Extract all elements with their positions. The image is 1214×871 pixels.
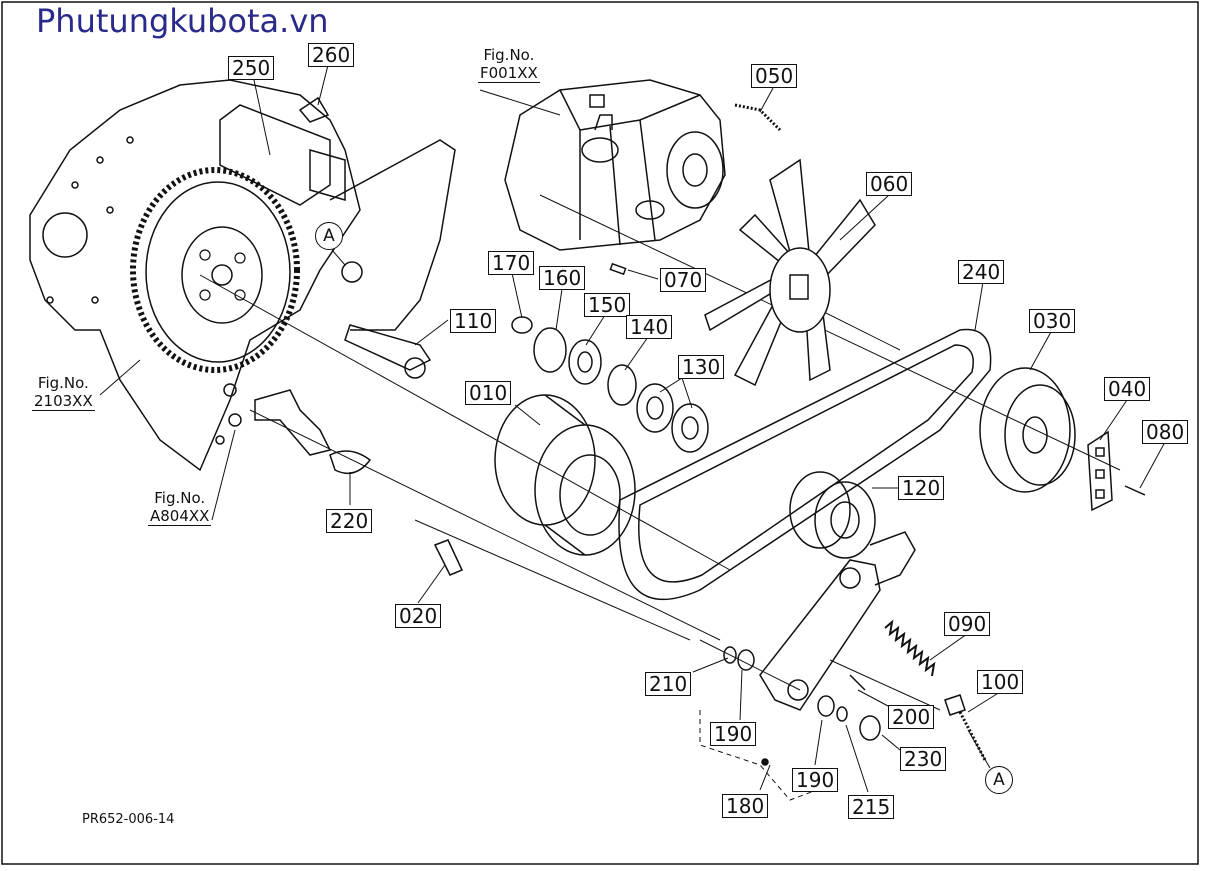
figure-ref-line1: Fig.No. <box>154 489 206 507</box>
part-label-090[interactable]: 090 <box>944 612 991 636</box>
part-label-120[interactable]: 120 <box>898 476 945 500</box>
part-label-220[interactable]: 220 <box>326 509 373 533</box>
callout-a-top: A <box>315 222 343 250</box>
part-label-010[interactable]: 010 <box>465 381 512 405</box>
part-label-215[interactable]: 215 <box>848 795 895 819</box>
figure-ref-line1: Fig.No. <box>37 374 89 392</box>
part-label-190-upper[interactable]: 190 <box>710 722 757 746</box>
figure-ref-line1: Fig.No. <box>483 46 535 64</box>
part-label-180[interactable]: 180 <box>722 794 769 818</box>
part-label-170[interactable]: 170 <box>488 251 535 275</box>
part-label-140[interactable]: 140 <box>626 315 673 339</box>
v-belt <box>619 330 991 600</box>
leader-lines <box>100 65 1165 792</box>
part-label-260[interactable]: 260 <box>308 43 355 67</box>
part-label-230[interactable]: 230 <box>900 747 947 771</box>
site-title: Phutungkubota.vn <box>36 2 329 40</box>
part-label-250[interactable]: 250 <box>228 56 275 80</box>
part-label-200[interactable]: 200 <box>888 705 935 729</box>
part-label-240[interactable]: 240 <box>958 260 1005 284</box>
drawing-border <box>2 2 1198 864</box>
small-hardware <box>255 98 1145 765</box>
engine-back-plate <box>30 80 360 470</box>
part-label-040[interactable]: 040 <box>1104 377 1151 401</box>
part-label-050[interactable]: 050 <box>751 64 798 88</box>
part-label-150[interactable]: 150 <box>584 293 631 317</box>
figure-ref-line2: A804XX <box>148 507 212 526</box>
tension-arm <box>760 532 915 710</box>
part-label-190-lower[interactable]: 190 <box>792 768 839 792</box>
cooling-fan <box>705 160 875 385</box>
part-label-020[interactable]: 020 <box>395 604 442 628</box>
figure-ref-transmission[interactable]: Fig.No. F001XX <box>478 46 540 83</box>
part-label-160[interactable]: 160 <box>539 266 586 290</box>
part-label-030[interactable]: 030 <box>1029 309 1076 333</box>
figure-ref-line2: 2103XX <box>32 392 95 411</box>
belt-cover-bracket <box>220 105 455 378</box>
callout-a-bottom: A <box>985 766 1013 794</box>
drive-pulley <box>495 395 635 555</box>
part-label-210[interactable]: 210 <box>645 672 692 696</box>
fan-pulley <box>980 368 1075 492</box>
part-label-130[interactable]: 130 <box>678 355 725 379</box>
part-label-080[interactable]: 080 <box>1142 420 1189 444</box>
figure-ref-back-plate[interactable]: Fig.No. 2103XX <box>32 374 95 411</box>
part-label-070[interactable]: 070 <box>660 268 707 292</box>
part-label-100[interactable]: 100 <box>977 670 1024 694</box>
figure-ref-line2: F001XX <box>478 64 540 83</box>
drawing-code: PR652-006-14 <box>82 812 175 827</box>
tension-spring <box>885 622 934 676</box>
idler-pulley <box>790 472 875 558</box>
input-shaft-components <box>512 264 708 452</box>
figure-ref-arm[interactable]: Fig.No. A804XX <box>148 489 212 526</box>
hydrostatic-transmission <box>505 80 725 250</box>
part-label-110[interactable]: 110 <box>450 309 497 333</box>
part-label-060[interactable]: 060 <box>866 172 913 196</box>
pulley-bracket-plate <box>1088 432 1112 510</box>
flywheel-ring-gear <box>133 170 297 370</box>
